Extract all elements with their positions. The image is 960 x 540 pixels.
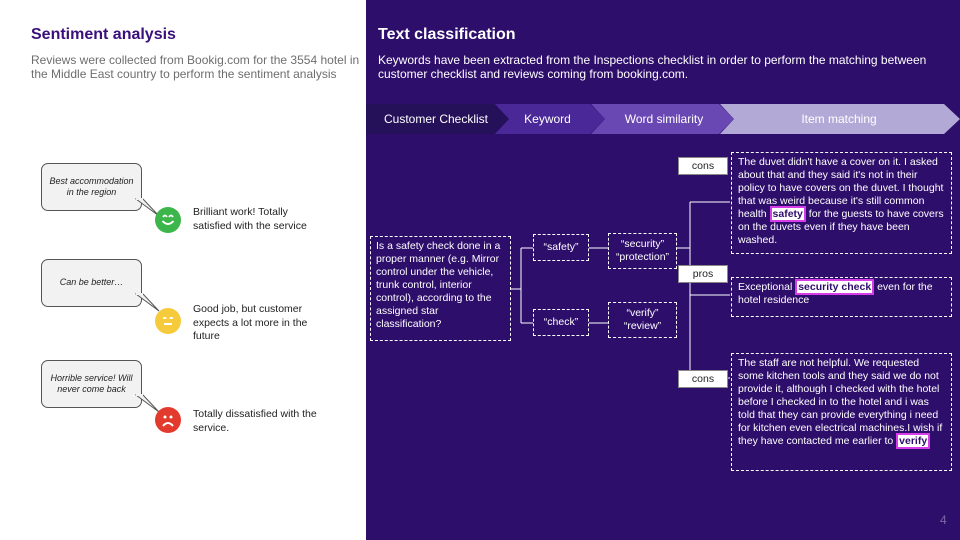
review-text: even for the hotel residence (738, 281, 933, 306)
matched-keyword: verify (896, 433, 931, 449)
review-text: for the guests to have covers on the duv… (738, 208, 944, 246)
bubble-text: Best accommodation in the region (49, 175, 134, 198)
review-text-3: The staff are not helpful. We requested … (731, 353, 952, 471)
step-customer-checklist: Customer Checklist (383, 112, 489, 126)
review-text: Exceptional (738, 281, 796, 293)
review-text-1: The duvet didn't have a cover on it. I a… (731, 152, 952, 254)
bubble-tail (135, 394, 160, 413)
tag-cons: cons (678, 157, 728, 175)
matched-keyword: security check (795, 279, 875, 295)
tag-pros: pros (678, 265, 728, 283)
step-item-matching: Item matching (801, 112, 877, 126)
keyword-check: “check” (533, 309, 589, 336)
checklist-item-box: Is a safety check done in a proper manne… (370, 236, 511, 341)
review-bubble-positive: Best accommodation in the region (41, 163, 142, 211)
page-number: 4 (940, 513, 947, 527)
step-word-similarity: Word similarity (624, 112, 704, 126)
keyword-safety: “safety” (533, 234, 589, 261)
similar-words-safety: “security” “protection” (608, 233, 677, 269)
tag-cons: cons (678, 370, 728, 388)
review-text-2: Exceptional security check even for the … (731, 277, 952, 317)
sentiment-label-negative: Totally dissatisfied with the service. (193, 408, 317, 434)
neutral-face-icon (155, 308, 181, 334)
bubble-tail (135, 293, 160, 312)
sentiment-description: Reviews were collected from Bookig.com f… (31, 53, 360, 81)
sad-face-icon (155, 407, 181, 433)
process-chevrons (366, 104, 960, 134)
review-text: The staff are not helpful. We requested … (738, 357, 943, 447)
matched-keyword: safety (769, 206, 806, 222)
review-text: The duvet didn't have a cover on it. I a… (738, 156, 944, 220)
bubble-tail (135, 198, 160, 217)
review-bubble-neutral: Can be better… (41, 259, 142, 307)
bubble-text: Horrible service! Will never come back (50, 372, 133, 395)
classification-panel (366, 0, 960, 540)
sentiment-label-positive: Brilliant work! Totally satisfied with t… (193, 206, 307, 232)
sentiment-label-neutral: Good job, but customer expects a lot mor… (193, 303, 308, 342)
review-bubble-negative: Horrible service! Will never come back (41, 360, 142, 408)
classification-description: Keywords have been extracted from the In… (378, 53, 927, 81)
step-keyword: Keyword (524, 112, 571, 126)
bubble-text: Can be better… (59, 277, 124, 288)
sentiment-title: Sentiment analysis (31, 26, 176, 43)
happy-face-icon (155, 207, 181, 233)
similar-words-check: “verify” “review” (608, 302, 677, 338)
classification-title: Text classification (378, 26, 516, 43)
